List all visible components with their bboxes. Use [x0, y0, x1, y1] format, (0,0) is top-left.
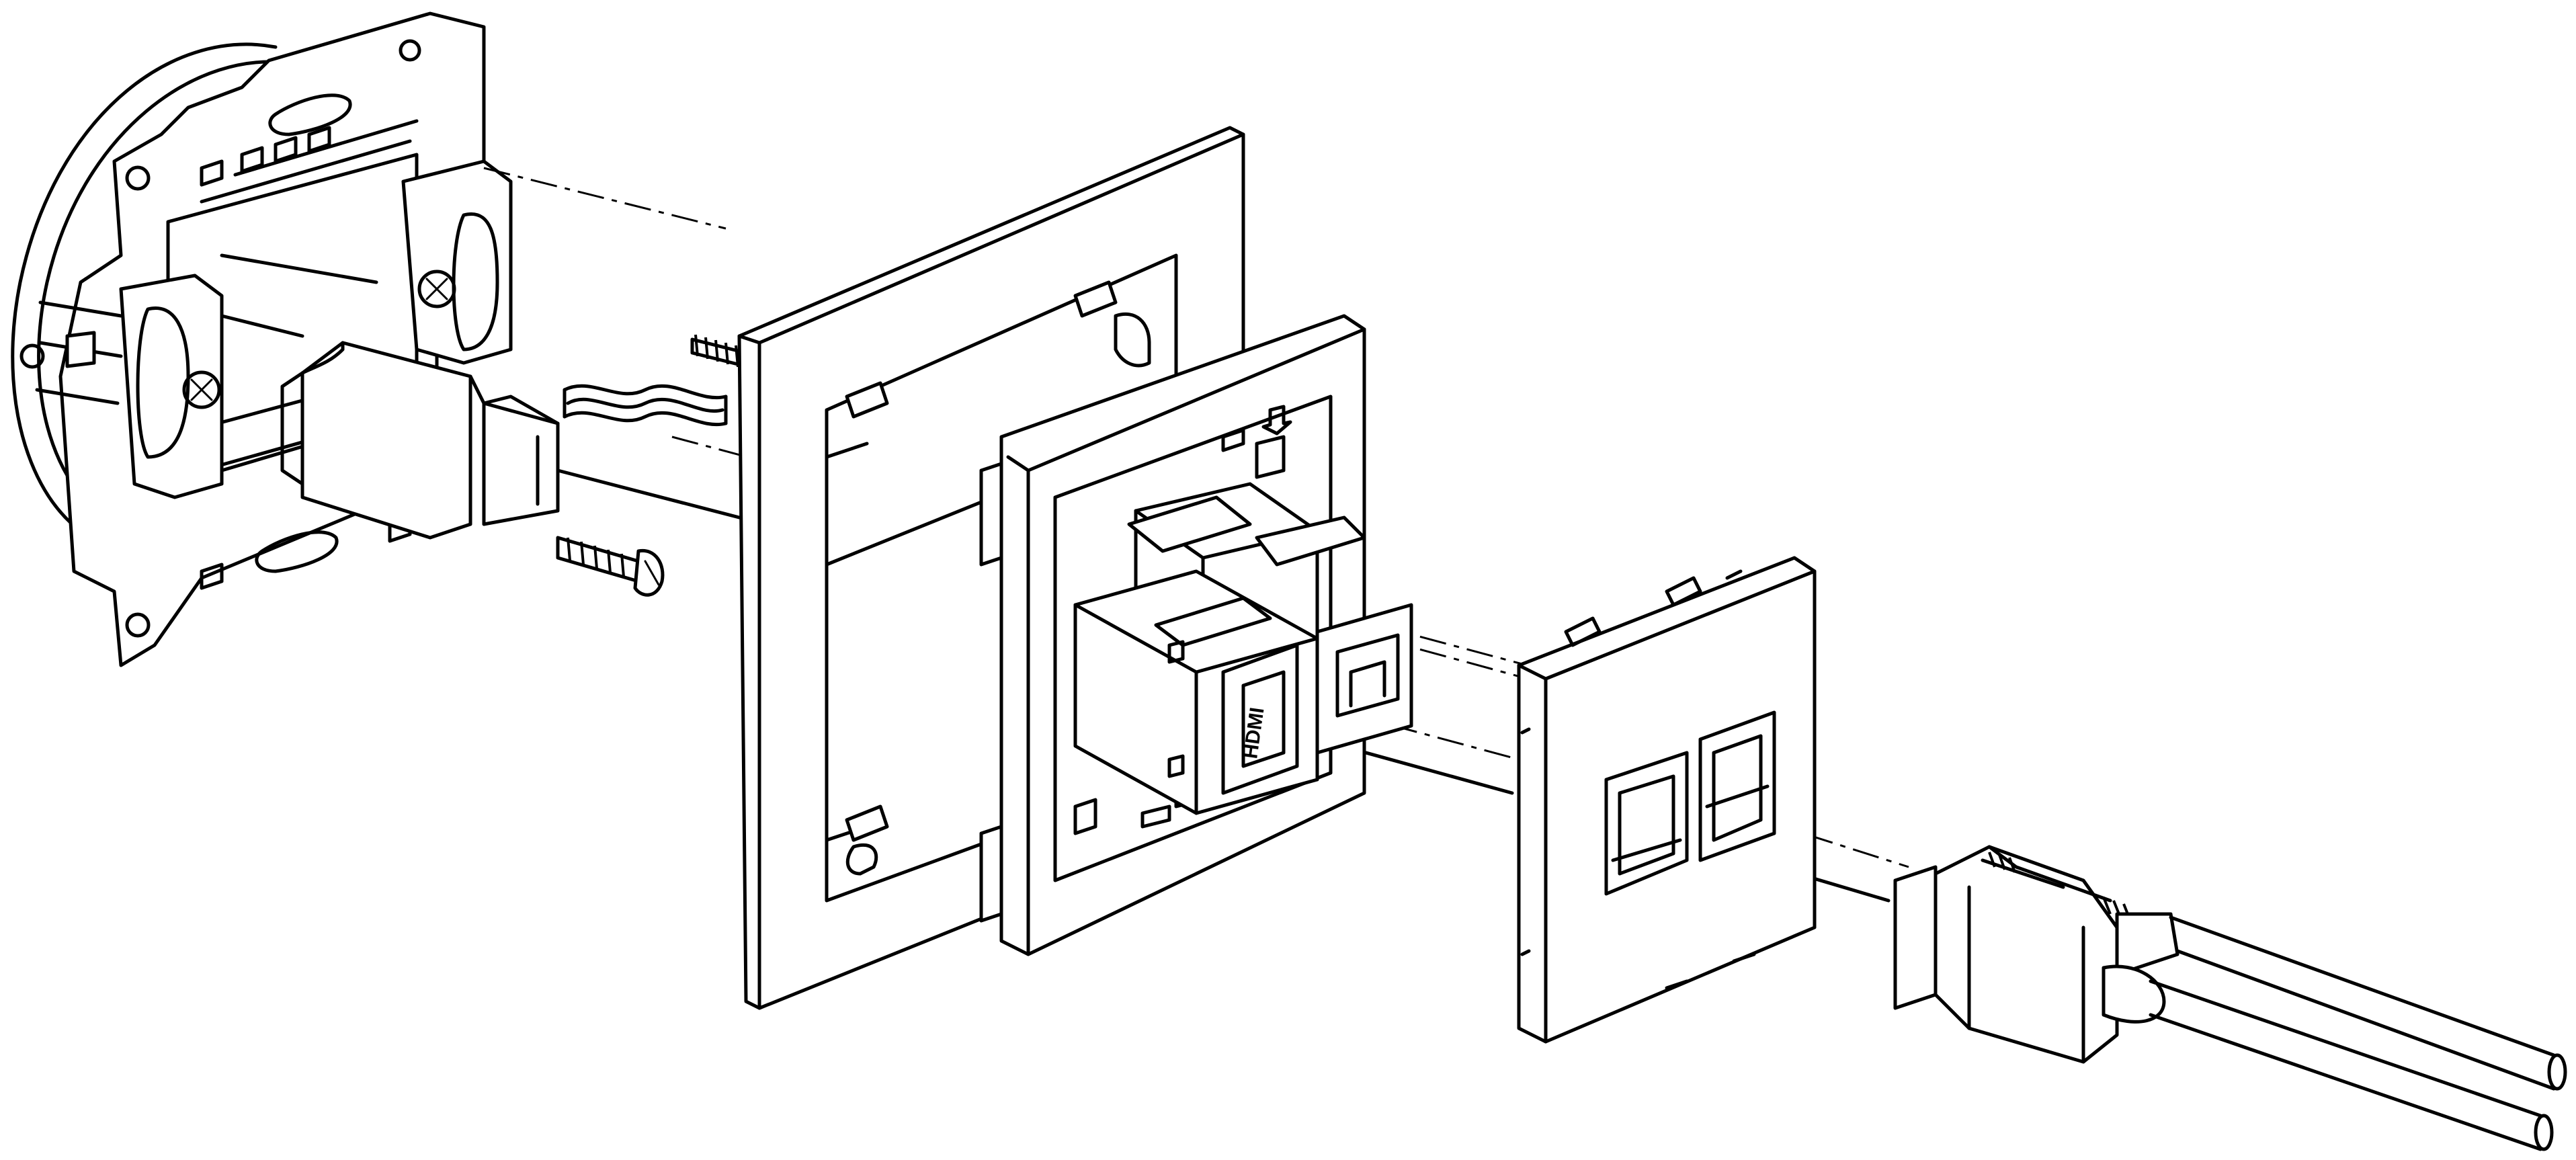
- hdmi-socket-module: HDMI: [1073, 482, 1413, 815]
- hdmi-cable-plug: [1893, 845, 2567, 1151]
- mounting-bracket: [11, 11, 513, 667]
- front-cover-plate: [1517, 556, 1817, 1044]
- wall-anchor: [563, 384, 728, 427]
- rear-hdmi-plug: [280, 341, 560, 540]
- mounting-screw: [556, 536, 665, 597]
